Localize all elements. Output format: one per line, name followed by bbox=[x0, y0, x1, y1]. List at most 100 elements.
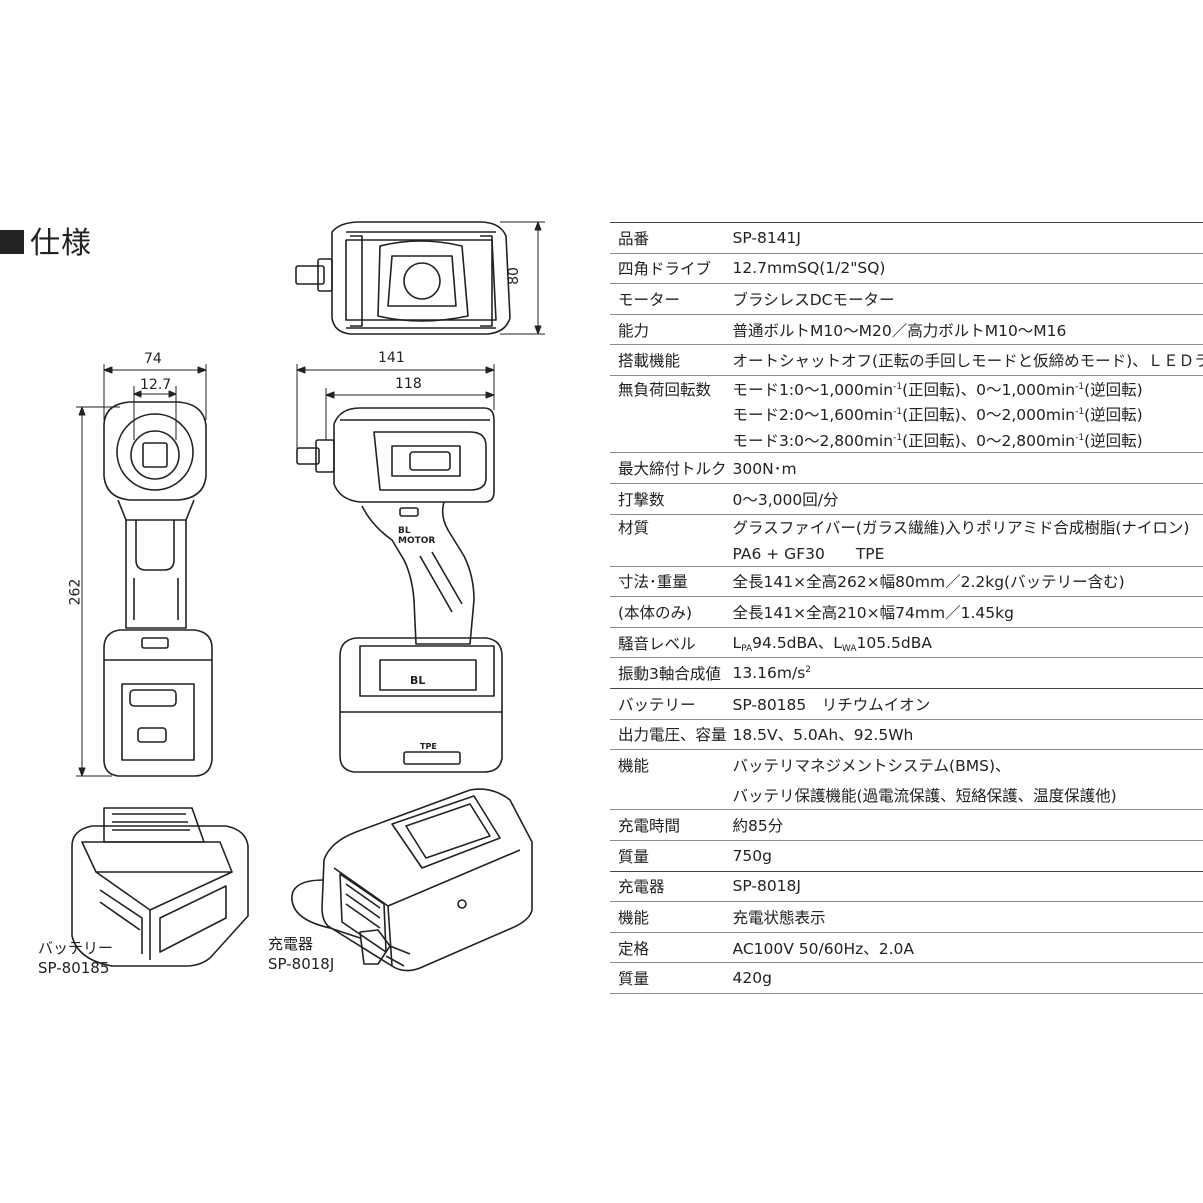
section-heading: 仕様 bbox=[0, 218, 92, 262]
spec-value: SP-8018J bbox=[726, 870, 1203, 902]
spec-value: SP-80185 リチウムイオン bbox=[726, 688, 1203, 720]
spec-key: 振動3軸合成値 bbox=[610, 657, 727, 689]
spec-value: モード3:0～2,800min-1(正回転)、0～2,800min-1(逆回転) bbox=[727, 427, 1203, 453]
spec-value: 全長141×全高262×幅80mm／2.2kg(バッテリー含む) bbox=[726, 565, 1203, 597]
bl-motor-badge: BL MOTOR bbox=[398, 526, 436, 546]
noise-pa: PA bbox=[741, 644, 753, 655]
dimension-80-label: 80 bbox=[505, 267, 522, 285]
spec-value: PA6 + GF30 TPE bbox=[732, 544, 885, 563]
spec-key: 質量 bbox=[610, 840, 727, 872]
spec-value: LPA94.5dBA、LWA105.5dBA bbox=[726, 626, 1203, 658]
charger-caption: 充電器 SP-8018J bbox=[268, 934, 334, 974]
spec-key: バッテリー bbox=[610, 688, 727, 720]
bl-battery-badge: BL bbox=[410, 674, 426, 687]
spec-key: 材質 bbox=[610, 513, 727, 541]
speed-mode3-forward: モード3:0～2,800min bbox=[732, 431, 894, 450]
vibration-value: 13.16m/s bbox=[732, 664, 806, 683]
spec-value: 13.16m/s2 bbox=[726, 657, 1203, 689]
spec-value: オートシャットオフ(正転の手回しモードと仮締めモード)、ＬＥＤライト bbox=[726, 344, 1203, 376]
battery-caption: バッテリー SP-80185 bbox=[38, 938, 113, 978]
spec-value: 普通ボルトM10～M20／高力ボルトM10～M16 bbox=[726, 313, 1203, 345]
unit-exponent: -1 bbox=[893, 432, 903, 443]
spec-value: 充電状態表示 bbox=[726, 901, 1203, 933]
spec-key: 質量 bbox=[610, 962, 727, 994]
spec-row-speed-mode3: モード3:0～2,800min-1(正回転)、0～2,800min-1(逆回転) bbox=[610, 427, 1203, 453]
noise-wa-value: 105.5dBA bbox=[856, 634, 932, 653]
dimension-80-lines bbox=[500, 221, 545, 335]
spec-value: バッテリ保護機能(過電流保護、短絡保護、温度保護他) bbox=[732, 786, 1117, 805]
spec-value: 約85分 bbox=[726, 809, 1203, 841]
spec-value: バッテリマネジメントシステム(BMS)、 bbox=[726, 749, 1203, 780]
spec-value: 全長141×全高210×幅74mm／1.45kg bbox=[726, 596, 1203, 628]
product-drawings bbox=[71, 221, 545, 972]
spec-key: 四角ドライブ bbox=[610, 252, 727, 284]
spec-value: ブラシレスDCモーター bbox=[726, 283, 1203, 315]
spec-row-battery-function-2: バッテリ保護機能(過電流保護、短絡保護、温度保護他) bbox=[610, 780, 1203, 810]
side-dimension-lines bbox=[296, 364, 495, 450]
spec-row-charge-time: 充電時間約85分 bbox=[610, 809, 1203, 841]
spec-row-features: 搭載機能オートシャットオフ(正転の手回しモードと仮締めモード)、ＬＥＤライト bbox=[610, 344, 1203, 376]
spec-value: 12.7mmSQ(1/2"SQ) bbox=[726, 252, 1203, 284]
heading-square-icon bbox=[0, 230, 24, 254]
spec-row-size: 寸法･重量全長141×全高262×幅80mm／2.2kg(バッテリー含む) bbox=[610, 565, 1203, 597]
spec-value: 750g bbox=[726, 840, 1203, 872]
speed-mode1-forward: モード1:0～1,000min bbox=[732, 380, 894, 399]
speed-mode3-reverse: (正回転)、0～2,800min bbox=[902, 431, 1076, 450]
unit-exponent: -1 bbox=[893, 407, 903, 418]
spec-key: 搭載機能 bbox=[610, 344, 727, 376]
noise-l2: L bbox=[833, 634, 842, 653]
spec-key: 定格 bbox=[610, 931, 727, 963]
speed-mode2-forward: モード2:0～1,600min bbox=[732, 406, 894, 425]
battery-caption-name: バッテリー bbox=[38, 939, 114, 957]
spec-key: 機能 bbox=[610, 749, 727, 780]
spec-key: 無負荷回転数 bbox=[610, 374, 727, 402]
spec-row-capacity: 能力普通ボルトM10～M20／高力ボルトM10～M16 bbox=[610, 313, 1203, 345]
spec-row-battery-function: 機能バッテリマネジメントシステム(BMS)、 bbox=[610, 749, 1203, 780]
noise-l: L bbox=[732, 634, 742, 653]
dimension-141-label: 141 bbox=[378, 350, 405, 366]
tpe-marking: TPE bbox=[420, 742, 437, 751]
spec-key: モーター bbox=[610, 283, 727, 315]
spec-key: 打撃数 bbox=[610, 483, 727, 515]
battery-caption-model: SP-80185 bbox=[38, 959, 110, 977]
spec-row-material: 材質グラスファイバー(ガラス繊維)入りポリアミド合成樹脂(ナイロン) bbox=[610, 513, 1203, 541]
spec-key: 出力電圧、容量 bbox=[610, 718, 727, 750]
spec-row-speed-mode2: モード2:0～1,600min-1(正回転)、0～2,000min-1(逆回転) bbox=[610, 401, 1203, 427]
spec-key: (本体のみ) bbox=[610, 596, 727, 628]
charger-drawing bbox=[291, 788, 533, 972]
spec-key: 能力 bbox=[610, 313, 727, 345]
side-view-drawing bbox=[296, 407, 503, 773]
spec-key: 最大締付トルク bbox=[610, 452, 727, 484]
speed-mode1-suffix: (逆回転) bbox=[1084, 380, 1143, 399]
vibration-exponent: 2 bbox=[805, 665, 812, 676]
unit-exponent: -1 bbox=[893, 381, 903, 392]
speed-mode2-reverse: (正回転)、0～2,000min bbox=[902, 406, 1076, 425]
battery-drawing bbox=[71, 807, 249, 967]
top-view-drawing bbox=[295, 221, 511, 335]
speed-mode3-suffix: (逆回転) bbox=[1084, 431, 1143, 450]
spec-value: AC100V 50/60Hz、2.0A bbox=[726, 931, 1203, 963]
noise-pa-value: 94.5dBA、 bbox=[752, 634, 834, 653]
spec-key: 充電時間 bbox=[610, 809, 727, 841]
spec-row-motor: モーターブラシレスDCモーター bbox=[610, 283, 1203, 315]
unit-exponent: -1 bbox=[1075, 432, 1085, 443]
spec-row-speed-mode1: 無負荷回転数モード1:0～1,000min-1(正回転)、0～1,000min-… bbox=[610, 374, 1203, 402]
charger-caption-model: SP-8018J bbox=[268, 955, 335, 973]
noise-wa: WA bbox=[841, 644, 857, 655]
spec-key: 機能 bbox=[610, 901, 727, 933]
unit-exponent: -1 bbox=[1075, 407, 1085, 418]
spec-key: 充電器 bbox=[610, 870, 727, 902]
dimension-262-label: 262 bbox=[67, 578, 84, 606]
spec-value: 300N･m bbox=[726, 452, 1203, 484]
